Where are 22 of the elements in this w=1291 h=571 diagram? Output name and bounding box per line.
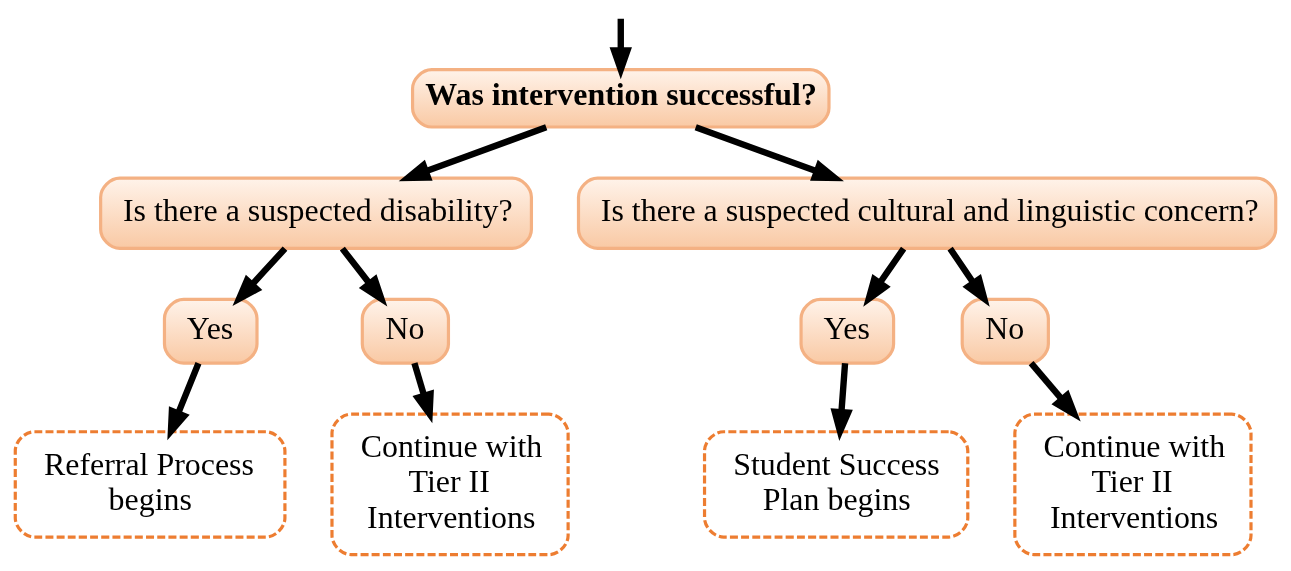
arrow bbox=[830, 362, 853, 441]
arrow bbox=[694, 123, 844, 181]
node-box: No bbox=[960, 297, 1050, 365]
node-box: Yes bbox=[799, 297, 896, 365]
node-box: Yes bbox=[162, 297, 259, 365]
node-box: Continue with Tier II Interventions bbox=[330, 412, 570, 556]
node-box: Continue with Tier II Interventions bbox=[1013, 412, 1253, 556]
arrow bbox=[411, 361, 434, 423]
node-box: Was intervention successful? bbox=[410, 67, 831, 129]
node-box: Is there a suspected disability? bbox=[99, 176, 533, 250]
arrow bbox=[609, 18, 632, 79]
node-box: Student Success Plan begins bbox=[702, 429, 970, 539]
arrow bbox=[863, 246, 907, 307]
node-box: Referral Process begins bbox=[13, 429, 287, 539]
arrow bbox=[947, 246, 990, 307]
node-box: Is there a suspected cultural and linguistic concern? bbox=[576, 176, 1278, 250]
arrow bbox=[232, 245, 288, 306]
arrow bbox=[1028, 360, 1081, 421]
arrow bbox=[167, 361, 202, 440]
arrow bbox=[398, 123, 548, 181]
arrow bbox=[339, 246, 388, 306]
node-box: No bbox=[360, 297, 451, 365]
